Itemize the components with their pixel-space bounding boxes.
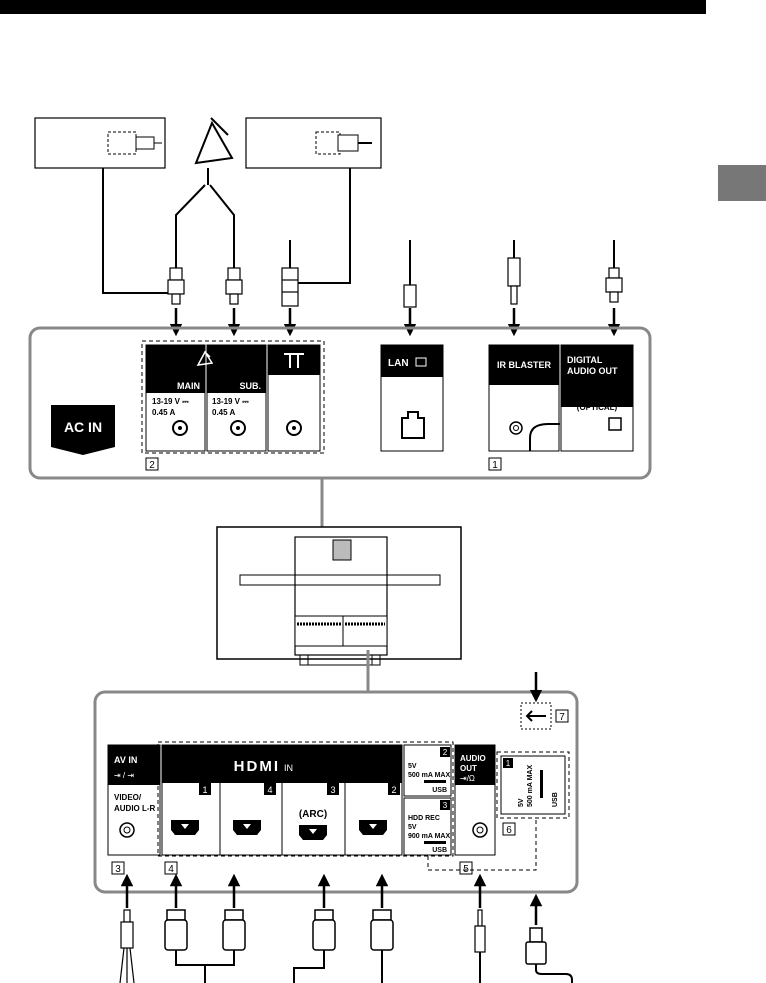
ac-in-port: AC IN	[51, 405, 115, 455]
usb-2-label: USB	[432, 787, 447, 794]
video-label: VIDEO/	[114, 793, 142, 802]
audio-out-line2: OUT	[460, 764, 477, 773]
usb-3-label: USB	[432, 847, 447, 854]
sub-voltage: 13-19 V ⎓	[212, 397, 249, 406]
usb-1-number: 1	[506, 759, 511, 768]
usb-2-rating: 500 mA MAX	[408, 772, 450, 779]
lan-port: LAN	[380, 344, 444, 452]
hdmi-cable-plugs	[164, 909, 394, 951]
connector-box-left	[34, 117, 166, 169]
audio-out-label: AUDIO OUT	[567, 366, 618, 376]
usb-3-port: 3 HDD REC 5V 900 mA MAX USB	[403, 797, 452, 856]
usb-2-volt: 5V	[408, 763, 417, 770]
coax-plug-sub	[225, 267, 243, 305]
hdmi-socket-marks	[181, 824, 377, 834]
hdmi-block: HDMI IN 1 4 3 2 (ARC)	[161, 744, 403, 856]
hdmi-port-3-number: 3	[330, 785, 335, 795]
connector-box-right	[245, 117, 382, 169]
callout-1: 1	[492, 460, 498, 471]
callout-2: 2	[149, 460, 155, 471]
callout-3-box	[111, 861, 125, 875]
av-in-icons-text: ⇥ / ⇥	[114, 771, 134, 780]
hdmi-cable-wires	[175, 950, 383, 983]
hdd-rec-label: HDD REC	[408, 815, 440, 822]
sub-label: SUB.	[239, 381, 261, 391]
callout-6: 6	[506, 825, 512, 836]
callout-4: 4	[168, 864, 174, 875]
rj45-socket	[401, 411, 425, 439]
ir-blaster-port: IR BLASTER	[488, 344, 560, 452]
audio-out-line1: AUDIO	[460, 754, 486, 763]
usb-1-volt: 5V	[518, 798, 525, 807]
ir-jack-plug	[507, 257, 521, 305]
hdmi-port-2-number: 2	[391, 785, 396, 795]
antenna-cables	[102, 168, 615, 294]
hdmi-dashed-group	[157, 741, 454, 857]
usb-1-port: 1 5V 500 mA MAX USB	[500, 755, 566, 815]
usb-1-dashed	[496, 751, 570, 819]
optical-plug	[605, 267, 623, 303]
audio-out-port: AUDIO OUT ⇥/Ω	[454, 744, 496, 856]
hdmi-in-label: IN	[284, 763, 293, 773]
callout-7: 7	[559, 712, 565, 723]
usb-2-number: 2	[443, 748, 448, 757]
terrestrial-antenna-icon	[284, 353, 304, 368]
lower-panel	[93, 690, 579, 894]
headphone-icon-text: ⇥/Ω	[460, 774, 475, 783]
main-voltage: 13-19 V ⎓	[152, 397, 189, 406]
satellite-dish-icon	[194, 117, 234, 185]
satellite-port-icon	[196, 350, 214, 366]
hdmi-logo: HDMI	[234, 758, 280, 775]
main-current: 0.45 A	[152, 408, 175, 417]
hdmi-port-4-number: 4	[267, 785, 272, 795]
audio-lr-label: AUDIO L-R	[114, 804, 156, 813]
upper-panel	[28, 326, 652, 480]
main-label: MAIN	[177, 381, 200, 391]
hdmi-port-1-number: 1	[202, 785, 207, 795]
av-cable-plug	[119, 909, 135, 983]
coax-plug-main	[167, 267, 185, 305]
usb-1-rating: 500 mA MAX	[527, 765, 534, 807]
usb-cable-plug	[525, 927, 573, 983]
callout-5-box	[459, 861, 473, 875]
sub-current: 0.45 A	[212, 408, 235, 417]
callout-2-box	[145, 457, 159, 471]
usb-link-dashed	[427, 818, 537, 871]
headphone-plug	[474, 909, 486, 983]
optical-label: (OPTICAL)	[577, 403, 618, 412]
ac-in-label: AC IN	[64, 419, 102, 435]
upper-arrows	[169, 308, 621, 337]
usb-3-volt: 5V	[408, 824, 417, 831]
usb-3-number: 3	[443, 801, 448, 810]
antenna-port-main: MAIN 13-19 V ⎓ 0.45 A	[145, 344, 206, 452]
chapter-tab	[718, 165, 766, 201]
usb-2-port: 2 5V 500 mA MAX USB	[403, 744, 452, 797]
lan-plug	[403, 284, 417, 308]
digital-audio-out-port: DIGITAL AUDIO OUT (OPTICAL)	[560, 344, 634, 452]
usb-1-label: USB	[552, 792, 559, 807]
callout-3: 3	[115, 864, 121, 875]
terrestrial-plug	[281, 267, 299, 307]
tv-rear-view	[216, 526, 462, 666]
av-in-port: AV IN ⇥ / ⇥ VIDEO/ AUDIO L-R	[107, 744, 161, 856]
callout-1-box	[488, 457, 502, 471]
arc-label: (ARC)	[299, 809, 327, 820]
network-icon	[415, 357, 427, 367]
ir-blaster-label: IR BLASTER	[497, 360, 552, 370]
antenna-dashed-group	[141, 340, 325, 454]
digital-label: DIGITAL	[567, 355, 603, 365]
terrestrial-port	[267, 344, 321, 452]
callout-6-box	[502, 822, 516, 836]
card-slot: 7	[520, 672, 569, 730]
bottom-arrows	[120, 873, 543, 925]
av-in-label: AV IN	[114, 755, 137, 765]
antenna-port-sub: SUB. 13-19 V ⎓ 0.45 A	[206, 344, 267, 452]
usb-3-rating: 900 mA MAX	[408, 833, 450, 840]
header-bar	[0, 0, 706, 14]
lan-label: LAN	[388, 358, 409, 369]
